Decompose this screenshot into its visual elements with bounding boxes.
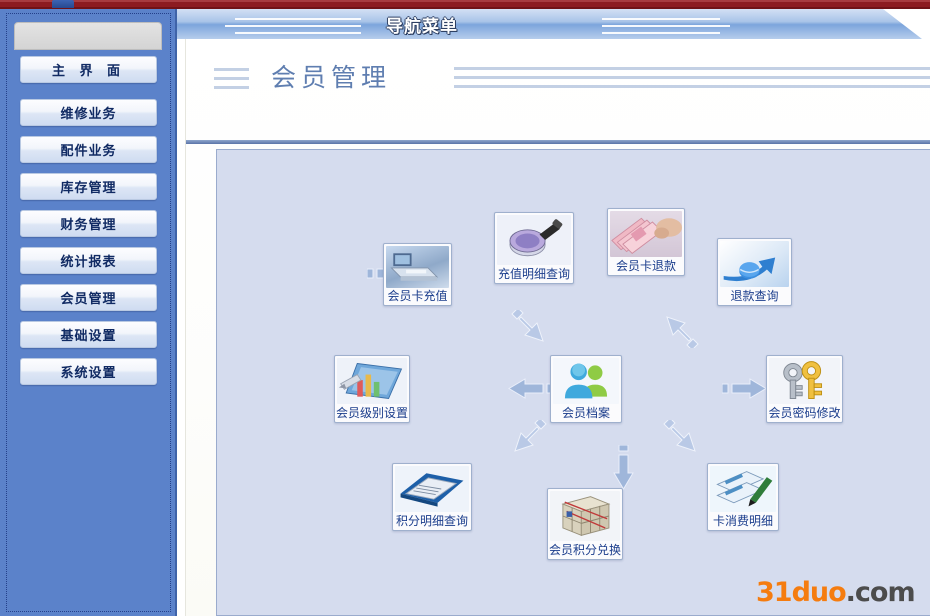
sidebar-item-label: 基础设置 xyxy=(60,329,117,344)
arrow-right-archive-to-password xyxy=(722,378,767,399)
icon-tile-refund-query[interactable]: 退款查询 xyxy=(717,238,792,306)
icon-tile-recharge-detail-query[interactable]: 充值明细查询 xyxy=(494,212,574,284)
member-card-recharge-icon xyxy=(386,246,449,288)
member-archive-icon xyxy=(553,358,619,404)
sidebar-item-label: 统计报表 xyxy=(60,255,117,270)
icon-tile-label: 积分明细查询 xyxy=(395,514,468,528)
arrow-diagonal-up-right xyxy=(666,316,699,348)
tab-deco-line xyxy=(235,32,361,34)
icon-panel: 会员卡充值 充值明细查询 xyxy=(216,149,930,616)
icon-tile-member-points-exchange[interactable]: 会员积分兑换 xyxy=(547,488,623,560)
icon-tile-label: 会员密码修改 xyxy=(768,406,841,420)
sidebar-item-label: 会员管理 xyxy=(60,292,117,307)
sidebar-item-label: 库存管理 xyxy=(60,181,117,196)
icon-tile-member-card-recharge[interactable]: 会员卡充值 xyxy=(383,243,452,306)
title-strip-shadow xyxy=(0,7,930,9)
icon-tile-label: 会员卡充值 xyxy=(387,289,448,303)
card-consumption-detail-icon xyxy=(710,466,776,512)
icon-tile-label: 退款查询 xyxy=(730,289,779,303)
tab-bar: 导航菜单 xyxy=(177,9,930,39)
site-watermark: 31duo.com xyxy=(756,577,916,608)
icon-tile-label: 充值明细查询 xyxy=(497,267,570,281)
sidebar-item-label: 配件业务 xyxy=(60,144,117,159)
arrow-left-archive-to-level xyxy=(508,378,553,399)
icon-tile-label: 卡消费明细 xyxy=(712,514,773,528)
tab-deco-line xyxy=(602,18,720,20)
sidebar-item-members[interactable]: 会员管理 xyxy=(20,284,157,311)
points-detail-query-icon xyxy=(395,466,469,512)
sidebar: 主 界 面 维修业务 配件业务 库存管理 财务管理 统计报表 会员管理 基础设置… xyxy=(0,9,177,616)
icon-tile-label: 会员卡退款 xyxy=(615,259,676,273)
tab-deco-line xyxy=(235,18,361,20)
tab-navigation-menu[interactable]: 导航菜单 xyxy=(177,9,922,39)
member-password-change-icon xyxy=(769,358,840,404)
sidebar-item-inventory[interactable]: 库存管理 xyxy=(20,173,157,200)
sidebar-item-label: 系统设置 xyxy=(60,366,117,381)
watermark-tld: .com xyxy=(845,577,916,608)
tab-label: 导航菜单 xyxy=(386,16,458,37)
sidebar-item-label: 财务管理 xyxy=(60,218,117,233)
arrow-down-archive-to-points xyxy=(613,445,634,490)
title-separator xyxy=(186,140,930,144)
sidebar-item-basic-setup[interactable]: 基础设置 xyxy=(20,321,157,348)
tab-deco-line xyxy=(225,25,361,27)
icon-tile-label: 会员积分兑换 xyxy=(548,543,621,557)
menu-lines-icon xyxy=(214,68,249,89)
icon-tile-member-level-settings[interactable]: 会员级别设置 xyxy=(334,355,410,423)
tab-deco-line xyxy=(602,25,730,27)
sidebar-item-repair[interactable]: 维修业务 xyxy=(20,99,157,126)
icon-tile-label: 会员级别设置 xyxy=(335,406,408,420)
icon-tile-member-archive[interactable]: 会员档案 xyxy=(550,355,622,423)
icon-tile-member-card-refund[interactable]: 会员卡退款 xyxy=(607,208,685,276)
sidebar-item-reports[interactable]: 统计报表 xyxy=(20,247,157,274)
sidebar-item-main[interactable]: 主 界 面 xyxy=(20,56,157,83)
arrow-diagonal-down-left-lower xyxy=(514,420,547,452)
arrow-diagonal-down-right xyxy=(663,420,696,452)
arrow-diagonal-down-left xyxy=(511,310,544,342)
member-points-exchange-icon xyxy=(550,491,620,541)
recharge-detail-query-icon xyxy=(497,215,571,265)
title-strip-highlight xyxy=(0,0,930,2)
sidebar-item-label: 主 界 面 xyxy=(51,64,126,79)
sidebar-header-panel xyxy=(14,22,162,50)
page-title-row: 会员管理 xyxy=(186,51,930,107)
sidebar-item-finance[interactable]: 财务管理 xyxy=(20,210,157,237)
window-app-icon xyxy=(52,0,74,8)
sidebar-item-label: 维修业务 xyxy=(60,107,117,122)
refund-query-icon xyxy=(720,241,789,287)
sidebar-dotted-frame xyxy=(6,13,171,612)
member-level-settings-icon xyxy=(337,358,407,404)
sidebar-item-system-setup[interactable]: 系统设置 xyxy=(20,358,157,385)
icon-tile-label: 会员档案 xyxy=(561,406,610,420)
sidebar-item-parts[interactable]: 配件业务 xyxy=(20,136,157,163)
tab-deco-line xyxy=(602,32,720,34)
content-card: 会员管理 xyxy=(185,39,930,616)
main-content: 会员管理 xyxy=(177,39,930,616)
title-rule-lines-icon xyxy=(454,67,930,91)
window-title-strip xyxy=(0,0,930,9)
icon-tile-member-password-change[interactable]: 会员密码修改 xyxy=(766,355,843,423)
icon-tile-points-detail-query[interactable]: 积分明细查询 xyxy=(392,463,472,531)
page-title: 会员管理 xyxy=(271,63,392,92)
member-card-refund-icon xyxy=(610,211,682,257)
watermark-brand: 31duo xyxy=(756,577,847,608)
icon-tile-card-consumption-detail[interactable]: 卡消费明细 xyxy=(707,463,779,531)
